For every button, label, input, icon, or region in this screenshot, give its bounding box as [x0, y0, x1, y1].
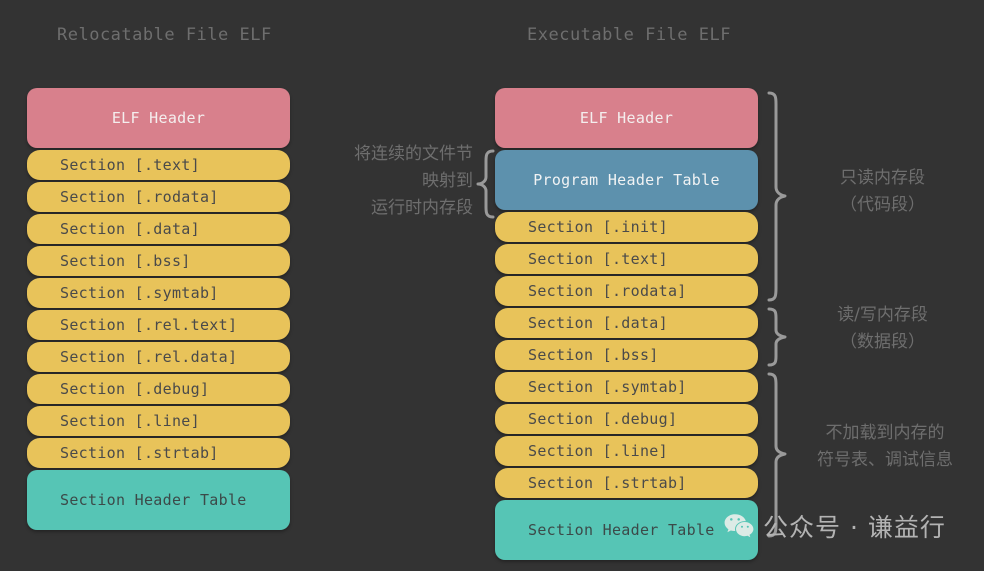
elf-block-label: Section [.symtab] [528, 378, 687, 396]
annotation-line: （数据段） [840, 332, 925, 352]
elf-block-section[interactable]: Section [.data] [495, 308, 758, 338]
elf-block-section[interactable]: Section [.debug] [27, 374, 290, 404]
readonly-segment-brace-icon [766, 90, 788, 303]
elf-block-label: Section [.data] [528, 314, 668, 332]
elf-block-label: Section [.symtab] [60, 284, 219, 302]
readwrite-segment-brace-icon [766, 306, 788, 368]
elf-block-label: Section Header Table [528, 521, 715, 539]
watermark: 公众号 · 谦益行 [724, 508, 946, 544]
elf-block-section[interactable]: Section [.strtab] [495, 468, 758, 498]
annotation-line: 读/写内存段 [837, 305, 928, 325]
not-loaded-brace-icon [766, 371, 788, 539]
annotation-line: 映射到 [422, 171, 473, 191]
elf-block-section[interactable]: Section [.strtab] [27, 438, 290, 468]
watermark-text: 公众号 · 谦益行 [763, 513, 946, 542]
elf-block-label: Section [.line] [528, 442, 668, 460]
annotation-line: 符号表、调试信息 [817, 450, 953, 470]
elf-block-label: Section [.strtab] [528, 474, 687, 492]
executable-column-title: Executable File ELF [527, 25, 731, 45]
elf-block-label: ELF Header [579, 109, 674, 127]
elf-block-label: Section [.rel.text] [60, 316, 238, 334]
elf-block-pht[interactable]: Program Header Table [495, 150, 758, 210]
elf-block-label: Section [.debug] [60, 380, 210, 398]
elf-block-label: Section [.line] [60, 412, 200, 430]
elf-block-section[interactable]: Section [.text] [495, 244, 758, 274]
elf-block-label: Section [.text] [60, 156, 200, 174]
elf-block-sht[interactable]: Section Header Table [495, 500, 758, 560]
elf-block-section[interactable]: Section [.symtab] [27, 278, 290, 308]
elf-block-label: Section Header Table [60, 491, 247, 509]
elf-block-label: Section [.init] [528, 218, 668, 236]
elf-block-label: Section [.bss] [528, 346, 659, 364]
wechat-icon [724, 513, 754, 540]
relocatable-column-title: Relocatable File ELF [57, 25, 272, 45]
elf-block-section[interactable]: Section [.rel.data] [27, 342, 290, 372]
annotation-line: 只读内存段 [840, 168, 925, 188]
mapping-brace-icon [474, 148, 496, 220]
elf-block-section[interactable]: Section [.rodata] [27, 182, 290, 212]
readonly-segment-annotation: 只读内存段 （代码段） [800, 165, 965, 219]
elf-block-header[interactable]: ELF Header [27, 88, 290, 148]
elf-block-header[interactable]: ELF Header [495, 88, 758, 148]
mapping-annotation: 将连续的文件节映射到运行时内存段 [318, 141, 473, 222]
elf-block-label: ELF Header [111, 109, 206, 127]
elf-block-section[interactable]: Section [.init] [495, 212, 758, 242]
elf-block-section[interactable]: Section [.rel.text] [27, 310, 290, 340]
annotation-line: 运行时内存段 [371, 198, 473, 218]
elf-block-label: Section [.data] [60, 220, 200, 238]
not-loaded-annotation: 不加载到内存的符号表、调试信息 [795, 420, 975, 474]
annotation-line: （代码段） [840, 195, 925, 215]
elf-block-label: Section [.bss] [60, 252, 191, 270]
elf-block-sht[interactable]: Section Header Table [27, 470, 290, 530]
elf-block-section[interactable]: Section [.data] [27, 214, 290, 244]
elf-block-section[interactable]: Section [.rodata] [495, 276, 758, 306]
annotation-line: 不加载到内存的 [825, 423, 945, 443]
elf-block-section[interactable]: Section [.line] [495, 436, 758, 466]
elf-block-label: Section [.rodata] [528, 282, 687, 300]
elf-block-label: Section [.rel.data] [60, 348, 238, 366]
elf-block-section[interactable]: Section [.symtab] [495, 372, 758, 402]
elf-block-label: Section [.text] [528, 250, 668, 268]
elf-block-section[interactable]: Section [.bss] [27, 246, 290, 276]
elf-block-section[interactable]: Section [.debug] [495, 404, 758, 434]
elf-block-section[interactable]: Section [.bss] [495, 340, 758, 370]
elf-block-label: Section [.strtab] [60, 444, 219, 462]
readwrite-segment-annotation: 读/写内存段 （数据段） [800, 302, 965, 356]
elf-block-section[interactable]: Section [.text] [27, 150, 290, 180]
elf-block-label: Section [.rodata] [60, 188, 219, 206]
elf-block-section[interactable]: Section [.line] [27, 406, 290, 436]
annotation-line: 将连续的文件节 [354, 144, 473, 164]
elf-block-label: Program Header Table [533, 171, 720, 189]
elf-block-label: Section [.debug] [528, 410, 678, 428]
